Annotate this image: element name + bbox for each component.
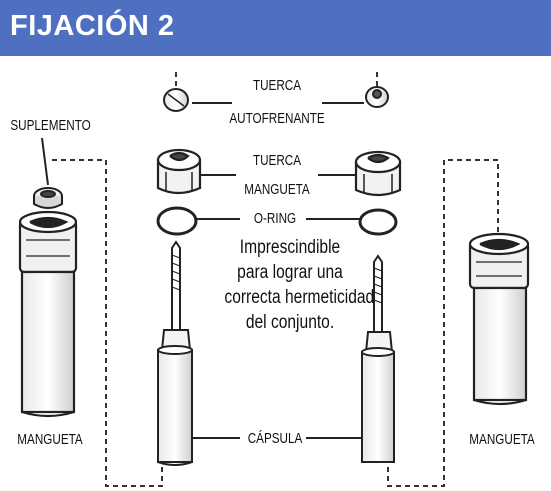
left-locknut-icon: [163, 88, 189, 112]
label-capsula: CÁPSULA: [247, 430, 303, 447]
page-title: FIJACIÓN 2: [10, 10, 175, 42]
label-tuerca-mangueta-1: TUERCA: [252, 152, 302, 169]
left-capsule-icon: [157, 240, 193, 466]
note-line: del conjunto.: [245, 312, 335, 333]
dashed-connectors: [52, 72, 499, 487]
right-knuckle-icon: [468, 232, 530, 406]
left-knuckle-nut-icon: [156, 148, 202, 195]
note-line: para lograr una: [237, 262, 343, 283]
label-mangueta-right: MANGUETA: [469, 431, 535, 448]
note-line: correcta hermeticidad: [224, 287, 375, 308]
right-o-ring-icon: [358, 208, 398, 236]
label-mangueta-left: MANGUETA: [17, 431, 83, 448]
label-o-ring: O-RING: [253, 210, 297, 227]
left-o-ring-icon: [156, 206, 198, 236]
right-locknut-icon: [365, 86, 389, 108]
hermeticity-note: Imprescindible para lograr una correcta …: [224, 235, 375, 335]
label-tuerca-autofrenante-2: AUTOFRENANTE: [229, 110, 325, 127]
label-tuerca-mangueta-2: MANGUETA: [244, 181, 310, 198]
right-capsule-icon: [361, 254, 395, 463]
left-knuckle-icon: [18, 210, 78, 418]
right-knuckle-nut-icon: [354, 150, 402, 197]
note-line: Imprescindible: [239, 237, 341, 258]
label-tuerca-autofrenante-1: TUERCA: [252, 77, 302, 94]
shim-icon: [33, 187, 63, 209]
label-suplemento: SUPLEMENTO: [10, 117, 91, 134]
header-bar: FIJACIÓN 2: [0, 0, 551, 56]
